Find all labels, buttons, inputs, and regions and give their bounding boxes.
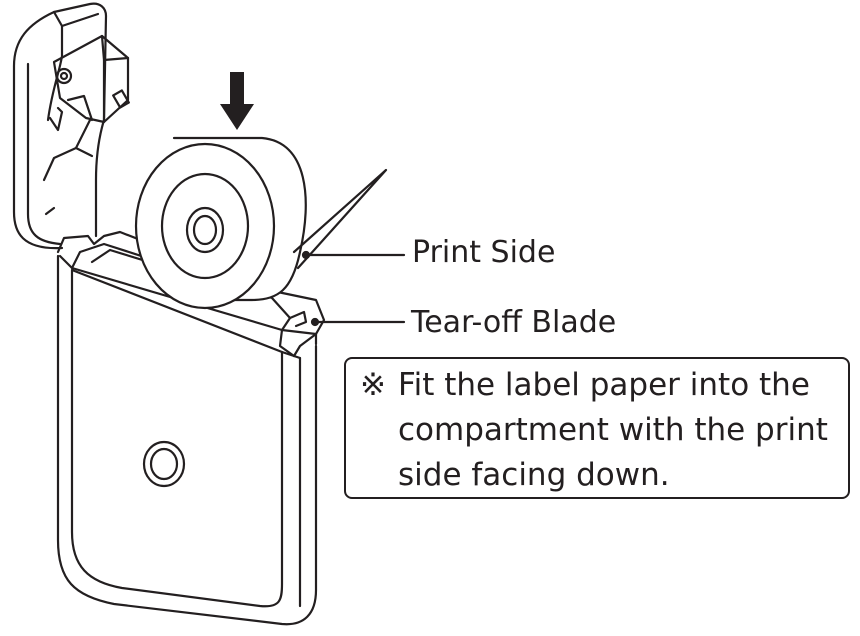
down-arrow-icon bbox=[220, 72, 254, 130]
note-line-3: side facing down. bbox=[398, 457, 670, 493]
note-line-1: Fit the label paper into the bbox=[398, 367, 810, 403]
leader-lines bbox=[301, 250, 406, 327]
label-roll bbox=[134, 136, 388, 310]
reference-mark: ※ bbox=[360, 367, 386, 403]
tear-off-blade-label: Tear-off Blade bbox=[411, 305, 617, 340]
print-side-label: Print Side bbox=[412, 235, 556, 270]
instruction-note: ※ Fit the label paper into the compartme… bbox=[344, 357, 850, 499]
note-line-2: compartment with the print bbox=[398, 412, 828, 448]
printer-lid bbox=[12, 2, 130, 250]
